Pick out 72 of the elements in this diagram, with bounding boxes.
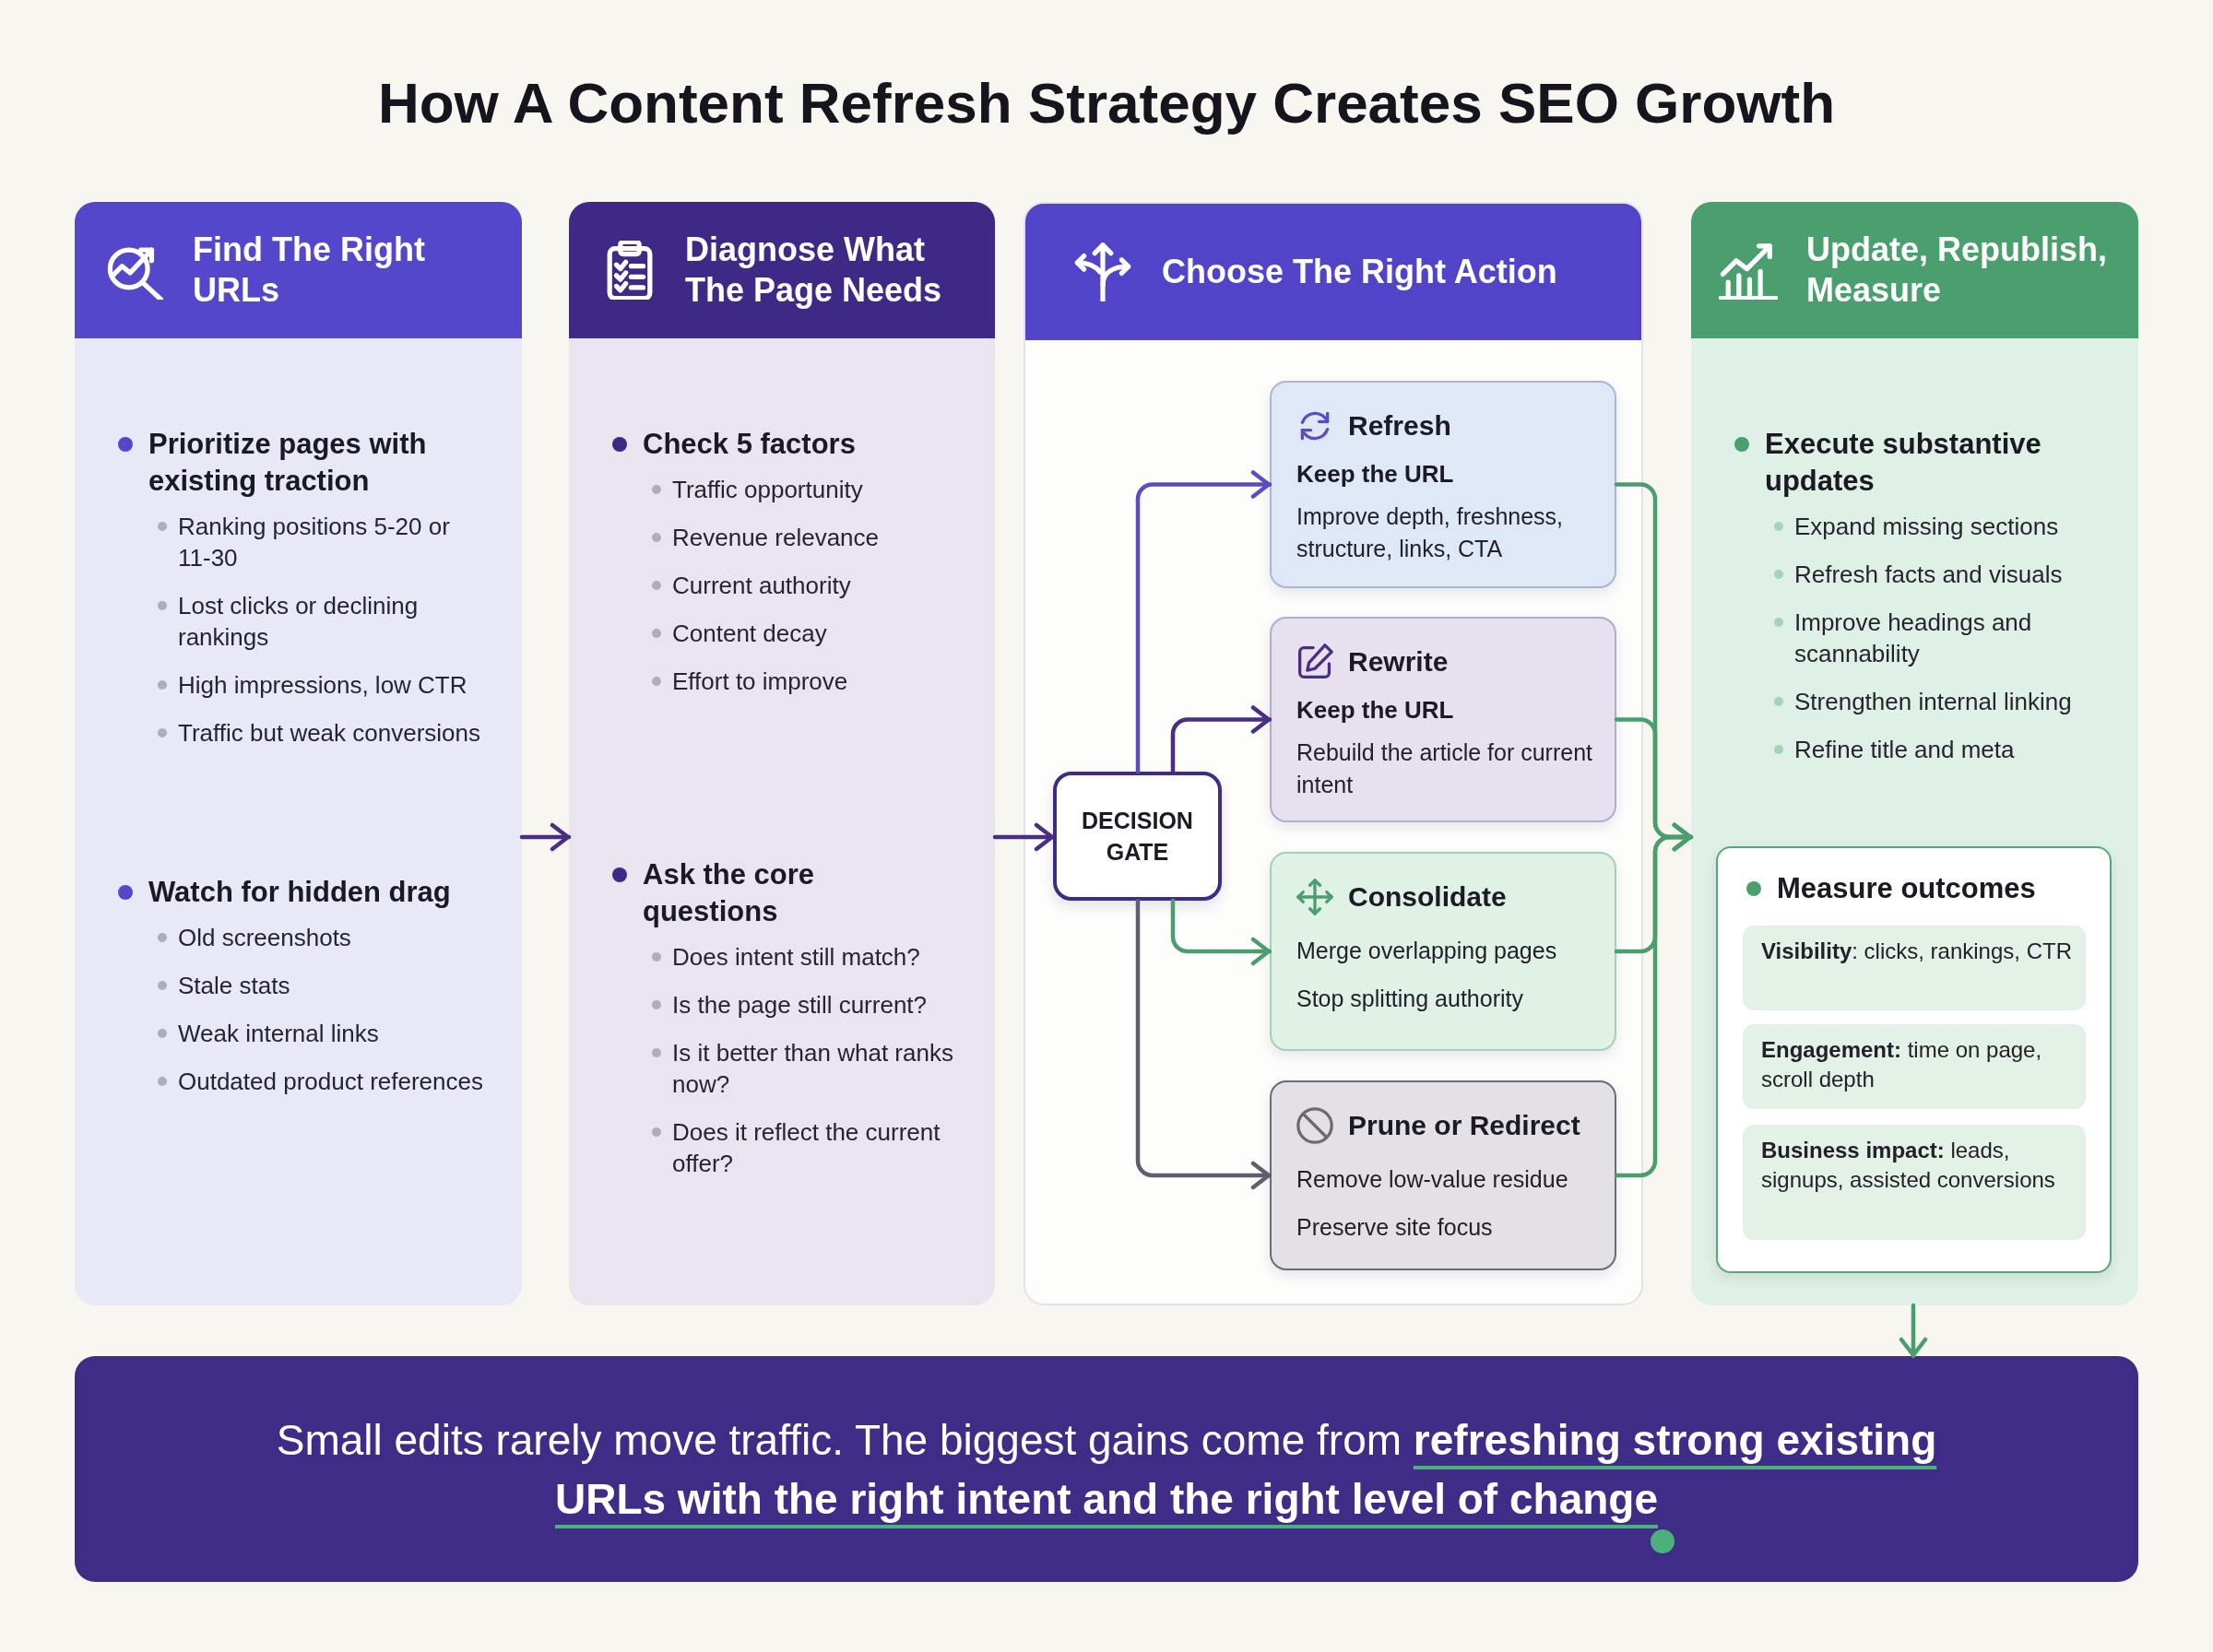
- list-item: Strengthen internal linking: [1794, 687, 2072, 717]
- connector-arrow: [1899, 1303, 1928, 1359]
- connector-arrow: [519, 822, 572, 852]
- column-panel: [569, 202, 995, 1305]
- metric-text: Engagement: time on page, scroll depth: [1761, 1036, 2043, 1093]
- list-item: Lost clicks or declining rankings: [178, 591, 420, 653]
- action-card: [1270, 852, 1616, 1051]
- card-text: Rebuild the article for current intent: [1296, 738, 1593, 799]
- card-title: Rewrite: [1348, 645, 1449, 678]
- list-item: Content decay: [672, 619, 827, 649]
- section-heading: Ask the core questions: [643, 857, 816, 929]
- card-title: Refresh: [1348, 409, 1451, 442]
- connector-arrow: [1170, 705, 1272, 774]
- summary-banner: [75, 1356, 2138, 1582]
- metric-card: [1743, 1024, 2086, 1109]
- section-heading: Measure outcomes: [1777, 871, 2036, 906]
- column-panel: [75, 202, 522, 1305]
- list-item: Improve headings and scannability: [1794, 608, 2033, 669]
- metric-card: [1743, 1125, 2086, 1240]
- connector-arrow: [1170, 898, 1272, 966]
- card-text: Improve depth, freshness, structure, links, CTA: [1296, 502, 1565, 563]
- card-text: Preserve site focus: [1296, 1213, 1493, 1242]
- connector-arrow: [1135, 470, 1272, 774]
- list-item: Old screenshots: [178, 923, 351, 953]
- list-item: Expand missing sections: [1794, 512, 2059, 542]
- connector-arrow: [1135, 898, 1272, 1190]
- column-title: Find The Right URLs: [193, 230, 426, 311]
- column-title: Diagnose What The Page Needs: [685, 230, 943, 311]
- card-text: Stop splitting authority: [1296, 985, 1523, 1013]
- list-item: Refine title and meta: [1794, 735, 2015, 765]
- column-title: Update, Republish, Measure: [1806, 230, 2109, 311]
- card-subtitle: Keep the URL: [1296, 695, 1454, 726]
- list-item: Current authority: [672, 571, 851, 601]
- section-heading: Check 5 factors: [643, 427, 856, 462]
- card-text: Remove low-value residue: [1296, 1165, 1568, 1194]
- list-item: Does it reflect the current offer?: [672, 1117, 941, 1179]
- list-item: Effort to improve: [672, 667, 848, 697]
- decision-node: [1053, 772, 1222, 901]
- list-item: Ranking positions 5-20 or 11-30: [178, 512, 451, 573]
- page-title: How A Content Refresh Strategy Creates SEO Growth: [377, 70, 1836, 136]
- card-title: Consolidate: [1348, 880, 1507, 914]
- metric-text: Visibility: clicks, rankings, CTR: [1761, 938, 2072, 965]
- list-item: Does intent still match?: [672, 942, 920, 973]
- list-item: Is the page still current?: [672, 990, 928, 1021]
- list-item: Refresh facts and visuals: [1794, 560, 2063, 590]
- action-card: [1270, 381, 1616, 588]
- list-item: Revenue relevance: [672, 523, 880, 553]
- metric-text: Business impact: leads, signups, assisted conversions: [1761, 1137, 2056, 1194]
- card-subtitle: Keep the URL: [1296, 459, 1454, 490]
- action-card: [1270, 1080, 1616, 1270]
- section-heading: Execute substantive updates: [1765, 427, 2042, 499]
- list-item: Traffic opportunity: [672, 475, 863, 505]
- connector-arrow: [992, 822, 1056, 852]
- card-title: Prune or Redirect: [1348, 1109, 1580, 1142]
- card-text: Merge overlapping pages: [1296, 937, 1557, 965]
- list-item: Weak internal links: [178, 1019, 379, 1049]
- section-heading: Watch for hidden drag: [148, 875, 451, 910]
- column-panel: [1024, 202, 1643, 1305]
- column-panel: [1691, 202, 2138, 1305]
- list-item: Is it better than what ranks now?: [672, 1038, 954, 1100]
- section-heading: Prioritize pages with existing traction: [148, 427, 428, 499]
- list-item: Stale stats: [178, 971, 290, 1001]
- list-item: Outdated product references: [178, 1067, 483, 1097]
- metric-card: [1743, 926, 2086, 1010]
- list-item: High impressions, low CTR: [178, 670, 467, 701]
- action-card: [1270, 617, 1616, 822]
- column-title: Choose The Right Action: [1162, 252, 1557, 292]
- list-item: Traffic but weak conversions: [178, 718, 481, 749]
- summary-text: Small edits rarely move traffic. The biggest gains come from refreshing strong existing URLs with the right intent and the right level of change: [275, 1414, 1938, 1525]
- outcomes-panel: [1716, 846, 2112, 1273]
- connector-arrow: [1614, 822, 1694, 1178]
- decision-label: DECISION GATE: [1081, 807, 1194, 867]
